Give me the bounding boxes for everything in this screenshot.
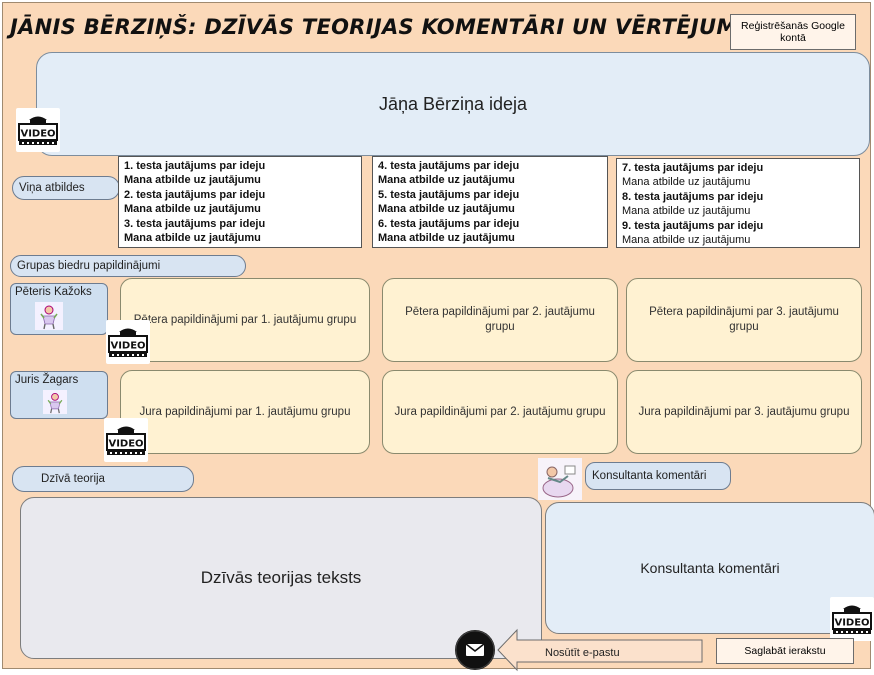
- idea-text: Jāņa Bērziņa ideja: [378, 93, 528, 114]
- video-icon[interactable]: VIDEO: [16, 108, 60, 152]
- member-card[interactable]: Pēteris Kažoks: [10, 283, 108, 335]
- consultant-comments-box[interactable]: Konsultanta komentāri: [545, 502, 874, 634]
- member-card[interactable]: Juris Žagars: [10, 371, 108, 419]
- answers-label[interactable]: Viņa atbildes: [12, 176, 120, 200]
- video-icon[interactable]: VIDEO: [106, 320, 150, 364]
- person-icon: [35, 302, 63, 330]
- save-button[interactable]: Saglabāt ierakstu: [716, 638, 854, 664]
- member-name: Pēteris Kažoks: [15, 286, 92, 298]
- question: 3. testa jautājums par ideju: [124, 217, 266, 230]
- answer: Mana atbilde uz jautājumu: [622, 176, 751, 189]
- answer: Mana atbilde uz jautājumu: [622, 205, 751, 218]
- supplement-box[interactable]: Jura papildinājumi par 1. jautājumu grup…: [120, 370, 370, 454]
- video-icon[interactable]: VIDEO: [104, 418, 148, 462]
- group-label[interactable]: Grupas biedru papildinājumi: [10, 255, 246, 277]
- video-label: VIDEO: [108, 439, 143, 450]
- consultant-label[interactable]: Konsultanta komentāri: [585, 462, 731, 490]
- send-email-button[interactable]: Nosūtīt e-pastu: [497, 628, 705, 672]
- question: 2. testa jautājums par ideju: [124, 188, 266, 201]
- email-icon[interactable]: [455, 630, 495, 670]
- answer: Mana atbilde uz jautājumu: [622, 234, 751, 247]
- question: 7. testa jautājums par ideju: [622, 162, 764, 174]
- answer: Mana atbilde uz jautājumu: [378, 174, 515, 187]
- supplement-box[interactable]: Jura papildinājumi par 3. jautājumu grup…: [626, 370, 862, 454]
- page-title: JĀNIS BĒRZIŅŠ: DZĪVĀS TEORIJAS KOMENTĀRI…: [10, 15, 753, 39]
- google-login-button[interactable]: Reģistrēšanās Google kontā: [730, 14, 856, 50]
- supplement-box[interactable]: Pētera papildinājumi par 3. jautājumu gr…: [626, 278, 862, 362]
- supplement-box[interactable]: Pētera papildinājumi par 1. jautājumu gr…: [120, 278, 370, 362]
- video-label: VIDEO: [110, 341, 145, 352]
- member-name: Juris Žagars: [15, 374, 79, 386]
- question: 6. testa jautājums par ideju: [378, 217, 520, 230]
- send-email-label: Nosūtīt e-pastu: [545, 647, 620, 659]
- theory-text-box[interactable]: Dzīvās teorijas teksts: [20, 497, 542, 659]
- question: 9. testa jautājums par ideju: [622, 219, 764, 232]
- answers-column-2[interactable]: 4. testa jautājums par ideju Mana atbild…: [372, 156, 608, 248]
- answer: Mana atbilde uz jautājumu: [378, 203, 515, 216]
- question: 1. testa jautājums par ideju: [124, 160, 266, 172]
- answer: Mana atbilde uz jautājumu: [124, 174, 261, 187]
- question: 5. testa jautājums par ideju: [378, 188, 520, 201]
- question: 8. testa jautājums par ideju: [622, 190, 764, 203]
- answer: Mana atbilde uz jautājumu: [124, 232, 261, 245]
- supplement-box[interactable]: Pētera papildinājumi par 2. jautājumu gr…: [382, 278, 618, 362]
- idea-box[interactable]: Jāņa Bērziņa ideja: [36, 52, 870, 156]
- video-icon[interactable]: VIDEO: [830, 597, 874, 641]
- consultant-icon: [538, 458, 582, 500]
- theory-label[interactable]: Dzīvā teorija: [12, 466, 194, 492]
- video-label: VIDEO: [834, 618, 869, 629]
- answers-column-3[interactable]: 7. testa jautājums par ideju Mana atbild…: [616, 158, 860, 248]
- person-icon: [43, 390, 67, 414]
- video-label: VIDEO: [20, 129, 55, 140]
- supplement-box[interactable]: Jura papildinājumi par 2. jautājumu grup…: [382, 370, 618, 454]
- question: 4. testa jautājums par ideju: [378, 160, 520, 172]
- answer: Mana atbilde uz jautājumu: [124, 203, 261, 216]
- answer: Mana atbilde uz jautājumu: [378, 232, 515, 245]
- answers-column-1[interactable]: 1. testa jautājums par ideju Mana atbild…: [118, 156, 362, 248]
